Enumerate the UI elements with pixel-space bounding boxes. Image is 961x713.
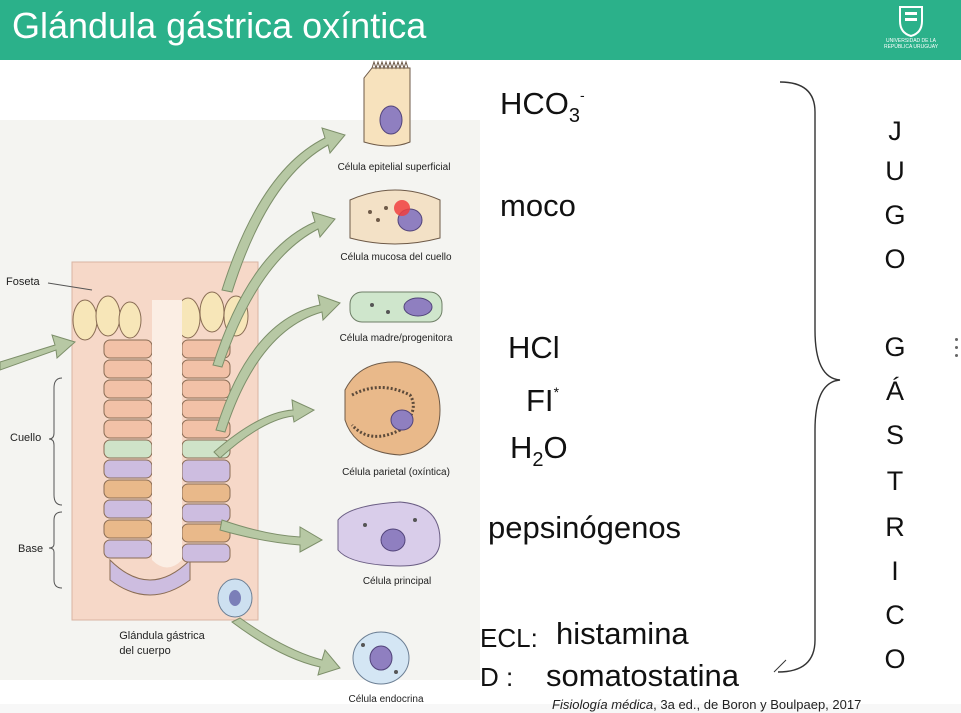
- h2o-h: H: [510, 430, 533, 465]
- bottom-strip: [0, 704, 961, 713]
- university-logo: UNIVERSIDAD DE LA REPÚBLICA URUGUAY: [880, 4, 942, 56]
- secretion-moco: moco: [500, 188, 576, 223]
- secretion-hcl: HCl: [508, 330, 560, 365]
- logo-text: UNIVERSIDAD DE LA REPÚBLICA URUGUAY: [883, 38, 939, 50]
- jugo-letter: O: [884, 244, 906, 274]
- cell-endocrina: [352, 631, 410, 685]
- cell-label-principal: Célula principal: [362, 576, 432, 587]
- title-bar: Glándula gástrica oxíntica UNIVERSIDAD D…: [0, 0, 961, 60]
- h2o-sub: 2: [532, 449, 544, 471]
- cell-epitelial: [363, 60, 411, 147]
- fi-sup: *: [553, 384, 560, 400]
- cell-label-mucosa: Célula mucosa del cuello: [340, 252, 452, 263]
- reference-book: Fisiología médica: [552, 697, 654, 712]
- hco3-sub: 3: [568, 105, 581, 127]
- cell-mucosa: [349, 189, 441, 245]
- jugo-letter: O: [884, 644, 906, 674]
- slide-title: Glándula gástrica oxíntica: [12, 5, 427, 46]
- secretion-fi: FI*: [526, 383, 559, 419]
- secretion-h2o: H2O: [510, 430, 568, 471]
- d-value: somatostatina: [546, 658, 739, 693]
- ecl-value: histamina: [556, 616, 689, 651]
- more-options-icon[interactable]: [955, 338, 959, 362]
- hco3-sup: -: [580, 87, 585, 103]
- cell-madre: [349, 291, 443, 323]
- label-foseta: Foseta: [6, 276, 40, 288]
- jugo-letter: C: [885, 600, 905, 630]
- jugo-letter: I: [891, 556, 899, 586]
- ecl-label: ECL:: [480, 623, 538, 653]
- gland-caption-line1: Glándula gástrica: [119, 630, 205, 642]
- jugo-letter: J: [888, 116, 902, 146]
- cell-label-epitelial: Célula epitelial superficial: [337, 162, 451, 173]
- h2o-o: O: [543, 430, 568, 465]
- hco3-main: HCO: [500, 86, 569, 121]
- jugo-brace: [777, 81, 841, 673]
- cell-label-endocrina: Célula endocrina: [348, 694, 424, 705]
- jugo-letter: G: [884, 332, 906, 362]
- reference-citation: Fisiología médica, 3a ed., de Boron y Bo…: [552, 697, 861, 712]
- jugo-letter: G: [884, 200, 906, 230]
- right-cell-column: [175, 291, 249, 563]
- label-base: Base: [18, 543, 44, 555]
- cell-label-madre: Célula madre/progenitora: [339, 333, 453, 344]
- cell-parietal: [344, 361, 441, 456]
- cell-label-parietal: Célula parietal (oxíntica): [342, 467, 450, 478]
- jugo-letter: S: [885, 420, 904, 450]
- jugo-letter: R: [885, 512, 905, 542]
- cell-principal: [337, 501, 441, 567]
- reference-details: , 3a ed., de Boron y Boulpaep, 2017: [653, 697, 862, 712]
- fi-main: FI: [526, 383, 554, 418]
- secretion-hco3: HCO3 -: [500, 86, 585, 127]
- jugo-letter: Á: [885, 376, 904, 406]
- d-label: D :: [480, 662, 514, 692]
- secretion-pepsinogenos: pepsinógenos: [488, 510, 682, 545]
- gland-caption-line2: del cuerpo: [119, 645, 171, 657]
- shield-icon: [899, 6, 923, 38]
- jugo-letter: U: [885, 156, 905, 186]
- left-cell-column: [72, 295, 191, 596]
- jugo-letter: T: [886, 466, 904, 496]
- label-cuello: Cuello: [10, 432, 42, 444]
